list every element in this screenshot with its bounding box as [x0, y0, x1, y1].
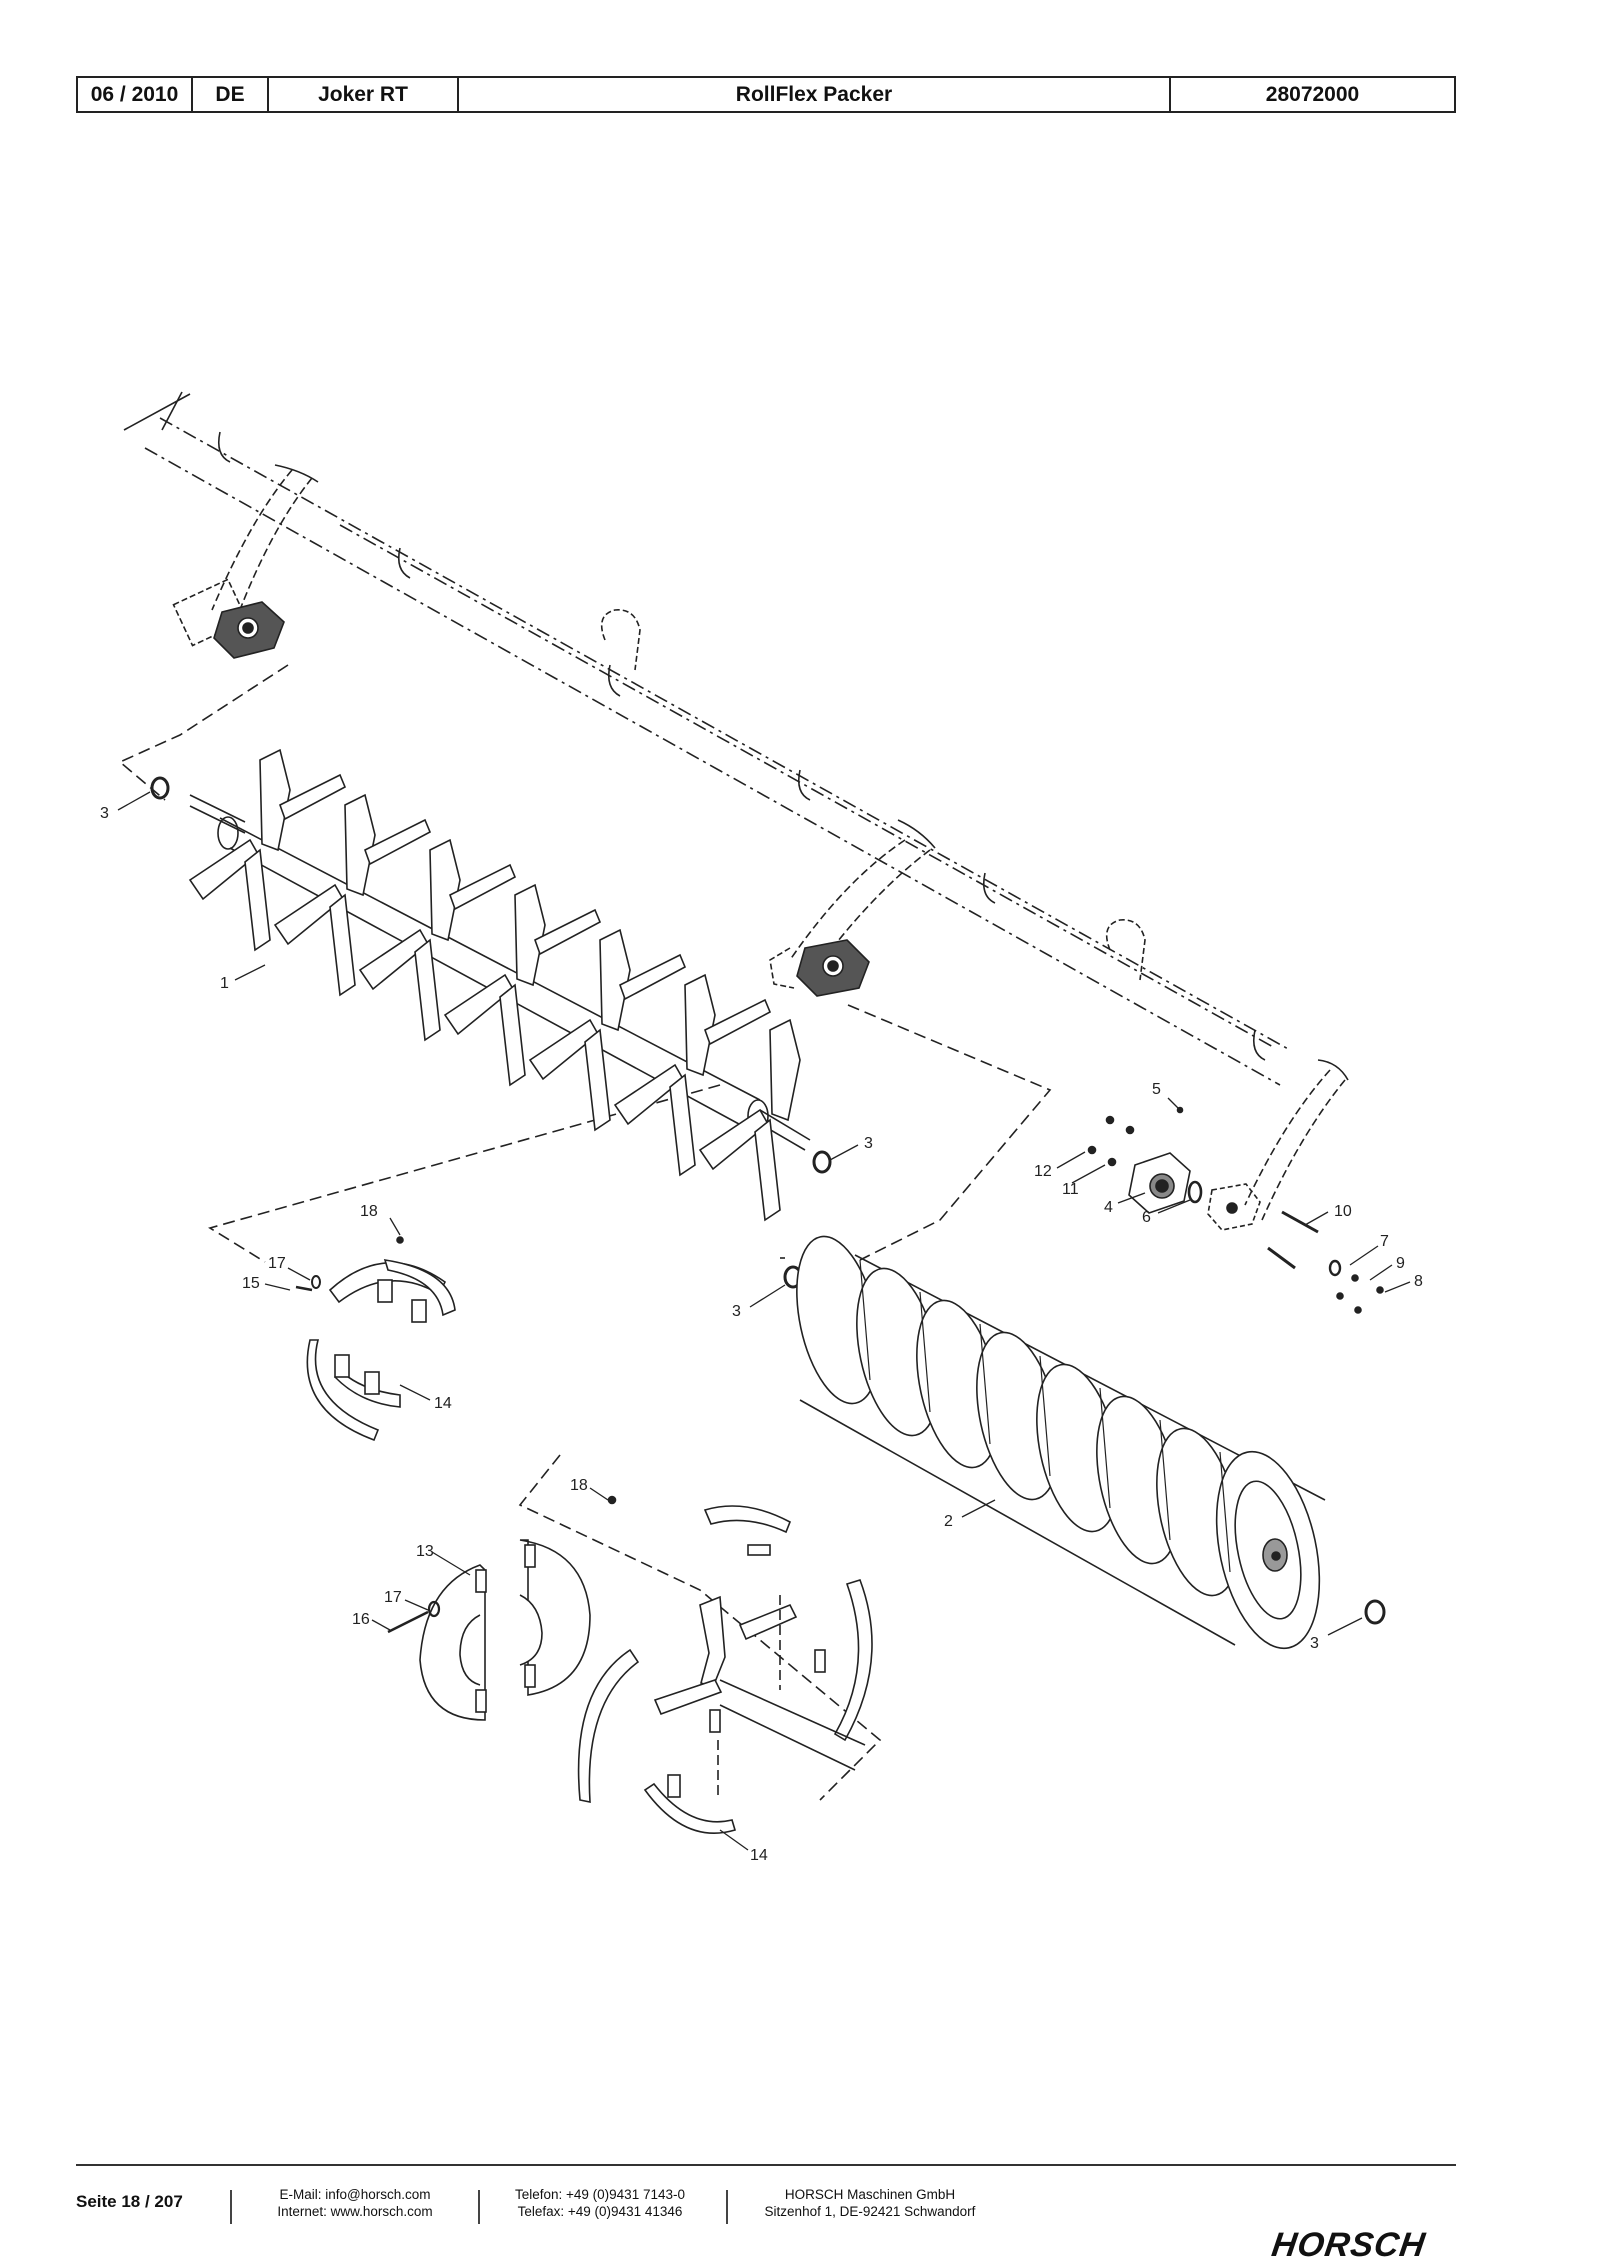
frame-arm-right [1207, 1059, 1349, 1231]
callout-17-a: 17 [268, 1255, 286, 1272]
callout-16: 16 [352, 1611, 370, 1628]
assembly-guide-lines [118, 664, 1052, 1801]
callout-14-b: 14 [750, 1847, 768, 1864]
part-2-packer-roller [796, 1235, 1326, 1650]
callout-18-b: 18 [570, 1477, 588, 1494]
callout-3-b: 3 [864, 1135, 873, 1152]
footer-separator [230, 2190, 232, 2224]
callout-5: 5 [1152, 1081, 1161, 1098]
header-part-number: 28072000 [1265, 82, 1360, 106]
callout-6: 6 [1142, 1209, 1151, 1226]
part-1-blades [188, 748, 801, 1222]
part-1-shaft [189, 794, 811, 1151]
callout-10: 10 [1334, 1203, 1352, 1220]
part-4-bearing-flange [1087, 1106, 1203, 1214]
footer-address: Sitzenhof 1, DE-92421 Schwandorf [764, 2204, 976, 2219]
callout-2: 2 [944, 1513, 953, 1530]
horsch-logo: HORSCH [1269, 2226, 1429, 2264]
callout-18-a: 18 [360, 1203, 378, 1220]
footer-separator [478, 2190, 480, 2224]
callout-17-b: 17 [384, 1589, 402, 1606]
footer-rule [76, 2164, 1456, 2166]
header-date: 06 / 2010 [78, 78, 193, 111]
callout-3-a: 3 [100, 805, 109, 822]
header-table: 06 / 2010 DE Joker RT RollFlex Packer 28… [76, 76, 1456, 113]
part-14-scraper-upper [306, 1259, 456, 1442]
lower-shaft [717, 1595, 866, 1795]
callout-4: 4 [1104, 1199, 1113, 1216]
callout-14-a: 14 [434, 1395, 452, 1412]
callout-13: 13 [416, 1543, 434, 1560]
callout-12: 12 [1034, 1163, 1052, 1180]
part-14-scraper-lower [577, 1505, 873, 1834]
callout-1: 1 [220, 975, 229, 992]
callout-9: 9 [1396, 1255, 1405, 1272]
callout-8: 8 [1414, 1273, 1423, 1290]
part-13-scraper-disc [419, 1539, 591, 1721]
footer-company-block: HORSCH Maschinen GmbH Sitzenhof 1, DE-92… [740, 2186, 1000, 2220]
footer: Seite 18 / 207 E-Mail: info@horsch.com I… [0, 2184, 1600, 2244]
header-assembly: RollFlex Packer [459, 78, 1171, 111]
footer-company: HORSCH Maschinen GmbH [784, 2187, 956, 2202]
footer-phone: Telefon: +49 (0)9431 7143-0 [514, 2187, 685, 2202]
frame-tube-segments [123, 391, 1266, 1061]
callout-numbers: 3 1 3 18 17 15 14 5 12 11 4 6 10 7 9 8 3… [100, 805, 1423, 1864]
footer-fax: Telefax: +49 (0)9431 41346 [517, 2204, 683, 2219]
frame-arm-middle [769, 819, 936, 997]
part-10-bolts [1267, 1210, 1384, 1314]
footer-contact-web: E-Mail: info@horsch.com Internet: www.ho… [245, 2186, 465, 2220]
frame-hook-2 [1105, 919, 1146, 981]
header-language: DE [193, 78, 269, 111]
header-machine: Joker RT [269, 78, 459, 111]
frame-arm-left [172, 464, 319, 659]
fasteners-upper [295, 1236, 404, 1292]
callout-11: 11 [1062, 1181, 1079, 1198]
footer-separator [726, 2190, 728, 2224]
fasteners-lower [387, 1495, 617, 1634]
frame-hook-1 [600, 609, 641, 671]
footer-internet: Internet: www.horsch.com [277, 2204, 433, 2219]
callout-leaders [117, 791, 1411, 1851]
frame-tube [144, 417, 1291, 1086]
footer-contact-phone: Telefon: +49 (0)9431 7143-0 Telefax: +49… [490, 2186, 710, 2220]
callout-15: 15 [242, 1275, 260, 1292]
callout-7: 7 [1380, 1233, 1389, 1250]
footer-email: E-Mail: info@horsch.com [279, 2187, 431, 2202]
callout-3-c: 3 [732, 1303, 741, 1320]
callout-3-d: 3 [1310, 1635, 1319, 1652]
page-number: Seite 18 / 207 [76, 2192, 183, 2211]
